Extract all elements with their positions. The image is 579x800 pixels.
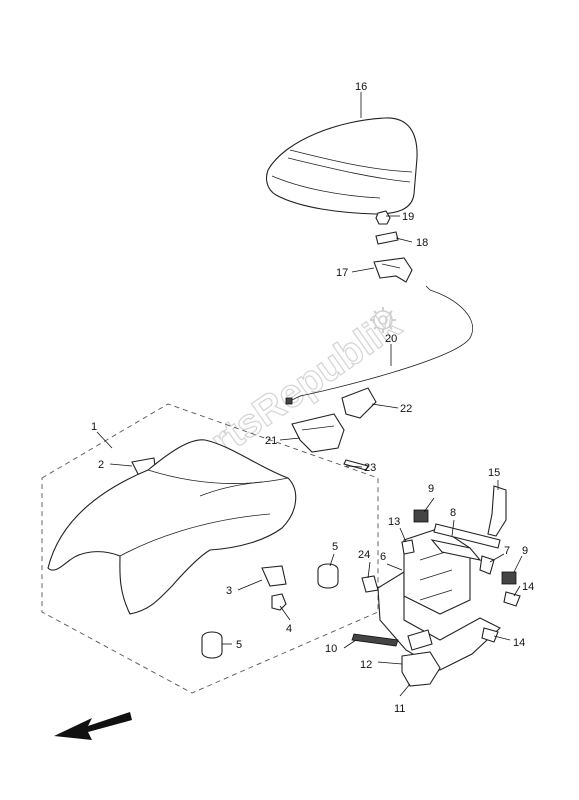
callout-23: 23 bbox=[364, 462, 376, 474]
strap bbox=[433, 523, 501, 549]
callout-17: 17 bbox=[336, 267, 348, 279]
callout-2: 2 bbox=[98, 459, 104, 471]
seat-lock bbox=[373, 257, 413, 283]
callout-1: 1 bbox=[91, 421, 97, 433]
callout-18: 18 bbox=[416, 237, 428, 249]
seat-cowl bbox=[47, 439, 297, 615]
callout-20: 20 bbox=[385, 333, 397, 345]
callout-14-upper: 14 bbox=[522, 581, 534, 593]
callout-9-lower: 9 bbox=[522, 545, 528, 557]
callout-4: 4 bbox=[286, 623, 292, 635]
assembly-outline bbox=[41, 403, 379, 694]
callout-9-upper: 9 bbox=[428, 483, 434, 495]
callout-10: 10 bbox=[325, 643, 337, 655]
callout-7: 7 bbox=[504, 545, 510, 557]
callout-21: 21 bbox=[265, 435, 277, 447]
battery-bracket-assembly bbox=[377, 527, 501, 671]
cowl-bracket bbox=[261, 565, 287, 587]
gear-icon bbox=[370, 307, 396, 333]
cushion bbox=[361, 575, 379, 593]
relay-lower bbox=[501, 571, 517, 585]
clip-lower bbox=[401, 651, 441, 687]
bracket-plate bbox=[407, 629, 433, 651]
leader-lines bbox=[96, 92, 523, 697]
damper-upper bbox=[317, 563, 339, 589]
callout-16: 16 bbox=[355, 81, 367, 93]
callout-12: 12 bbox=[360, 659, 372, 671]
cable-guide bbox=[341, 387, 377, 419]
callout-13: 13 bbox=[388, 516, 400, 528]
grommet bbox=[401, 539, 415, 555]
callout-5-lower: 5 bbox=[236, 639, 242, 651]
relay-upper bbox=[413, 509, 429, 523]
screw-upper bbox=[503, 591, 521, 607]
band bbox=[479, 555, 495, 575]
bolt bbox=[343, 459, 369, 471]
cable-holder bbox=[291, 413, 345, 453]
damper-lower bbox=[201, 631, 223, 659]
callout-14-lower: 14 bbox=[513, 637, 525, 649]
callout-15: 15 bbox=[488, 467, 500, 479]
callout-11: 11 bbox=[394, 703, 405, 715]
callout-22: 22 bbox=[400, 403, 412, 415]
callout-3: 3 bbox=[226, 585, 232, 597]
callout-24: 24 bbox=[358, 549, 370, 561]
cowl-nut bbox=[271, 593, 287, 611]
callout-19: 19 bbox=[402, 211, 414, 223]
seat bbox=[266, 117, 418, 215]
screw-lower bbox=[481, 627, 499, 643]
fuse-holder bbox=[487, 485, 507, 537]
front-direction-arrow-icon bbox=[54, 712, 132, 740]
callout-5-upper: 5 bbox=[332, 541, 338, 553]
callout-8: 8 bbox=[450, 507, 456, 519]
lock-nut bbox=[375, 210, 391, 225]
lock-plate bbox=[375, 231, 399, 245]
callout-labels: 16 19 18 17 20 22 21 23 1 2 3 4 5 5 9 13… bbox=[91, 81, 534, 715]
cover-strip bbox=[351, 633, 399, 647]
lock-cable bbox=[285, 285, 473, 405]
callout-6: 6 bbox=[380, 551, 386, 563]
